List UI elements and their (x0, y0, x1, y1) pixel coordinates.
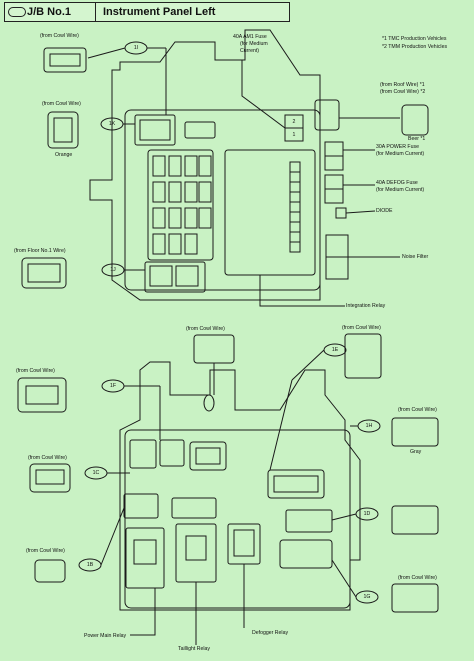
label-defogger-relay: Defogger Relay (252, 630, 289, 636)
label-from-cowl-b: (from Cowl Wire) (342, 325, 381, 331)
connector-gray (391, 417, 439, 447)
label-defog-fuse: 40A DEFOG Fuse (376, 180, 418, 186)
label-from-cowl-roof: (from Cowl Wire) *2 (380, 89, 426, 95)
label-beer: Beer *1 (408, 136, 426, 142)
fuse-bank (147, 149, 214, 261)
connector-center-top (184, 121, 216, 139)
connector-1h (285, 509, 333, 533)
connector-top-center (193, 334, 235, 364)
label-from-cowl-a: (from Cowl Wire) (186, 326, 225, 332)
relay-area (224, 149, 316, 276)
label-from-cowl-f: (from Cowl Wire) (398, 407, 437, 413)
label-from-cowl-2: (from Cowl Wire) (42, 101, 81, 107)
label-from-cowl-e: (from Cowl Wire) (26, 548, 65, 554)
label-from-cowl-c: (from Cowl Wire) (16, 368, 55, 374)
note-tmm: *2 TMM Production Vehicles (382, 44, 448, 50)
label-diode: DIODE (376, 208, 393, 214)
taillight-relay (175, 523, 217, 583)
connector-symbol-icon (8, 7, 26, 17)
label-taillight-relay: Taillight Relay (178, 646, 211, 652)
bubble-label-1j: 1J (110, 267, 116, 273)
note-tmc: *1 TMC Production Vehicles (382, 36, 447, 42)
connector-1c (129, 439, 157, 469)
label-from-cowl-d: (from Cowl Wire) (28, 455, 67, 461)
connector-br-2 (391, 583, 439, 613)
bubble-label-1f: 1F (109, 383, 117, 389)
connector-1j-inner (149, 265, 173, 287)
connector-1i-inner (139, 119, 171, 141)
label-am1-fuse: 40A AM1 Fuse (233, 34, 267, 40)
fuse-grid (152, 155, 212, 255)
bubble-label-1d: 1D (363, 511, 371, 517)
connector-bl-3 (34, 559, 66, 583)
bubble-label-1c: 1C (92, 470, 100, 476)
connector-1i-body (134, 114, 176, 146)
header-divider (95, 3, 96, 21)
connector-top-right (344, 333, 382, 379)
connector-bl-2 (29, 463, 71, 493)
label-gray: Gray (410, 449, 422, 455)
connector-1f-body (159, 439, 185, 467)
connector-1g (279, 539, 333, 569)
connector-center-lower (171, 497, 217, 519)
connector-beer-right (401, 104, 429, 136)
connector-br-1 (391, 505, 439, 535)
label-power-main-relay: Power Main Relay (84, 633, 127, 639)
fuse-slot-label-2: 2 (292, 119, 296, 125)
bubble-label-1b: 1B (86, 562, 94, 568)
connector-1e (267, 469, 325, 499)
bottom-block-outline (119, 361, 361, 611)
connector-center-mid (189, 441, 227, 471)
bottom-block-inner (124, 429, 351, 609)
label-from-floor: (from Floor No.1 Wire) (14, 248, 66, 254)
fuse-slot-label-1: 1 (292, 132, 296, 138)
label-power-fuse-sub: (for Medium Current) (376, 151, 425, 157)
power-main-relay (125, 527, 165, 589)
diagram-title: Instrument Panel Left (103, 6, 216, 18)
connector-orange (47, 111, 79, 149)
label-am1-fuse-sub2: Current) (240, 48, 260, 54)
connector-1b (123, 493, 159, 519)
bubble-label-1k: 1K (108, 121, 116, 127)
bubble-label-1h: 1H (365, 423, 373, 429)
label-am1-fuse-sub: (for Medium (240, 41, 268, 47)
label-from-roof: (from Roof Wire) *1 (380, 82, 425, 88)
label-integration-relay: Integration Relay (346, 303, 386, 309)
bubble-label-1g: 1G (363, 594, 371, 600)
label-power-fuse: 30A POWER Fuse (376, 144, 419, 150)
connector-1j-inner2 (175, 265, 199, 287)
label-defog-fuse-sub: (for Medium Current) (376, 187, 425, 193)
relay-pin-column (289, 161, 301, 253)
connector-bl-1 (17, 377, 67, 413)
bubble-label-1i: 1I (133, 45, 139, 51)
top-diode-symbol (203, 394, 215, 412)
label-from-cowl-1: (from Cowl Wire) (40, 33, 79, 39)
bubble-label-1e: 1E (331, 347, 339, 353)
label-from-cowl-g: (from Cowl Wire) (398, 575, 437, 581)
diagram-header: J/B No.1 Instrument Panel Left (4, 2, 290, 22)
label-noise-filter: Noise Filter (402, 254, 429, 260)
connector-1j-body (144, 261, 206, 293)
diode-box (335, 207, 347, 219)
label-orange: Orange (55, 152, 73, 158)
top-block-inner (124, 109, 321, 291)
beer-connector (314, 99, 340, 131)
connector-top-left-1 (43, 47, 87, 73)
connector-floor (21, 257, 67, 289)
junction-block-label: J/B No.1 (27, 6, 72, 18)
